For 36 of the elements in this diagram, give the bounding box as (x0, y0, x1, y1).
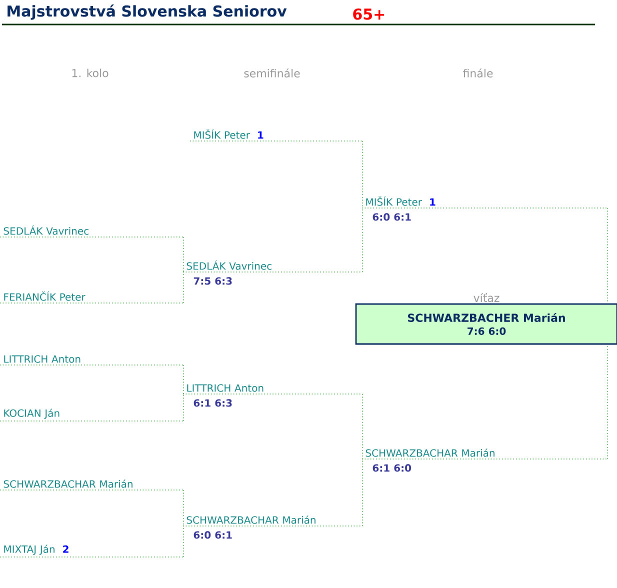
round-heading: 1. kolo (72, 68, 108, 78)
winner-box: SCHWARZBACHER Marián 7:6 6:0 víťaz (355, 293, 617, 345)
round-heading: finále (463, 68, 493, 78)
score-text: 6:0 6:1 (372, 213, 411, 221)
bracket-line (362, 458, 363, 526)
player-entry: MIXTAJ Ján 2 (0, 544, 184, 558)
player-entry: MIŠÍK Peter 1 (190, 129, 363, 142)
bracket-line (362, 394, 363, 460)
score-text: 6:1 6:3 (194, 399, 232, 407)
player-entry: LITTRICH Anton (182, 384, 363, 394)
score-text: 7:5 6:3 (194, 277, 232, 285)
bracket-line (182, 272, 184, 304)
bracket-line (362, 140, 363, 208)
bracket-line (182, 394, 184, 422)
player-entry: KOCIAN Ján (0, 408, 184, 422)
player-entry: SEDLÁK Vavrinec (0, 225, 184, 238)
bracket-line (182, 364, 184, 394)
bracket-line (607, 344, 608, 460)
bracket-line (607, 208, 608, 304)
player-entry: SEDLÁK Vavrinec (182, 260, 363, 272)
category-label: 65+ (353, 8, 384, 20)
bracket-line (182, 490, 184, 526)
player-entry: LITTRICH Anton (0, 355, 184, 366)
bracket-line (182, 236, 184, 272)
bracket-line (182, 526, 184, 558)
player-entry: SCHWARZBACHAR Marián (362, 448, 608, 460)
bracket-line (362, 208, 363, 272)
round-heading: semifinále (244, 68, 300, 78)
score-text: 6:1 6:0 (372, 464, 412, 472)
player-entry: MIŠÍK Peter 1 (362, 196, 608, 208)
node-label: víťaz (474, 293, 500, 302)
title: Majstrovstvá Slovenska Seniorov (8, 4, 287, 20)
player-entry: SCHWARZBACHAR Marián (182, 516, 363, 526)
player-entry: FERIANČÍK Peter (0, 291, 184, 304)
score-text: 6:0 6:1 (194, 531, 232, 539)
player-entry: SCHWARZBACHAR Marián (0, 480, 184, 490)
